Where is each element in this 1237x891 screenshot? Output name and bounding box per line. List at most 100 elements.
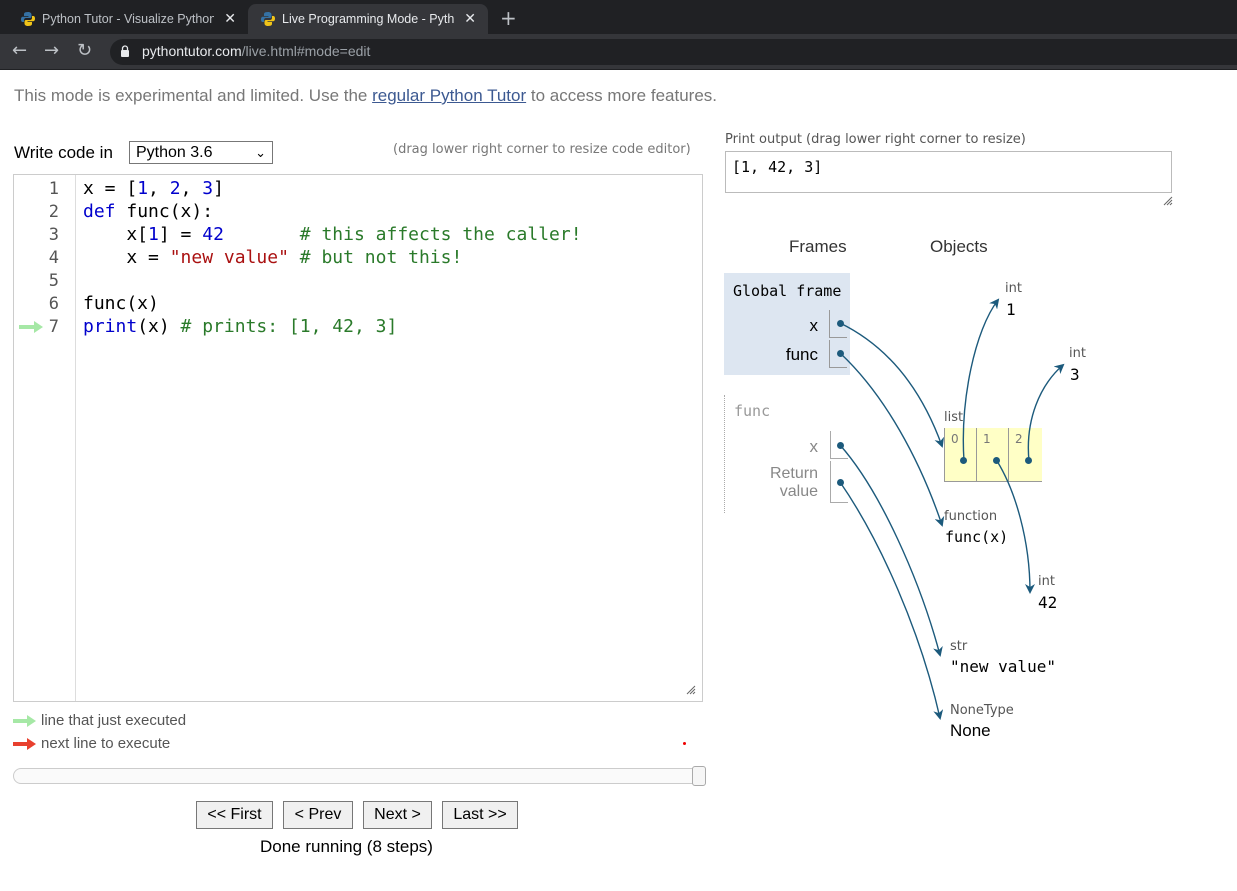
experimental-notice: This mode is experimental and limited. U…: [14, 86, 717, 106]
pointer-dot: [1025, 457, 1032, 464]
pointer-dot: [837, 320, 844, 327]
arrow-global-x-to-list: [839, 322, 944, 448]
line-number: 4: [48, 248, 59, 268]
language-selected: Python 3.6: [136, 144, 213, 161]
url-path: /live.html#mode=edit: [241, 43, 371, 59]
resize-hint: (drag lower right corner to resize code …: [393, 142, 691, 157]
pointer-dot: [993, 457, 1000, 464]
next-button[interactable]: Next >: [363, 801, 432, 829]
line-number: 3: [48, 225, 59, 245]
current-line-arrow-icon: [19, 321, 43, 333]
legend-next-line: next line to execute: [41, 735, 171, 752]
arrow-global-func-to-function: [839, 352, 945, 527]
list-cell: 2: [1008, 428, 1042, 482]
list-index: 2: [1015, 432, 1023, 446]
var-x: x: [809, 437, 819, 456]
legend-just-executed: line that just executed: [41, 712, 187, 729]
code-line: print(x) # prints: [1, 42, 3]: [83, 316, 398, 337]
var-slot: [829, 340, 847, 368]
arrow-func-x-to-str: [839, 444, 943, 657]
line-number: 2: [48, 202, 59, 222]
print-output-label: Print output (drag lower right corner to…: [725, 132, 1026, 147]
address-bar: ← → ↻ pythontutor.com/live.html#mode=edi…: [0, 34, 1237, 70]
next-line-arrow-icon: [13, 738, 36, 750]
code-line: def func(x):: [83, 201, 214, 222]
str-value: "new value": [950, 657, 1056, 676]
var-x: x: [809, 316, 819, 335]
new-tab-icon[interactable]: +: [500, 6, 517, 30]
forward-icon[interactable]: →: [44, 40, 60, 61]
var-slot: [830, 461, 848, 503]
print-output-box[interactable]: [1, 42, 3]: [725, 151, 1173, 206]
tab-python-tutor[interactable]: Python Tutor - Visualize Python, ✕: [8, 4, 248, 34]
list-index: 1: [983, 432, 991, 446]
line-number: 7: [48, 317, 59, 337]
line-gutter: 1 2 3 4 5 6 7: [14, 175, 76, 701]
browser-tab-bar: Python Tutor - Visualize Python, ✕ Live …: [0, 0, 1237, 34]
tab-title: Python Tutor - Visualize Python,: [42, 12, 214, 26]
list-index: 0: [951, 432, 959, 446]
var-func: func: [785, 345, 818, 364]
int3-value: 3: [1070, 365, 1080, 384]
resize-handle-icon[interactable]: [686, 685, 696, 695]
slider-handle[interactable]: [692, 766, 706, 786]
code-line: x = [1, 2, 3]: [83, 178, 224, 199]
code-line: x[1] = 42 # this affects the caller!: [83, 224, 582, 245]
back-icon[interactable]: ←: [12, 40, 28, 61]
frames-header: Frames: [789, 237, 847, 256]
objects-header: Objects: [930, 237, 988, 256]
arrow-return-to-none: [839, 481, 944, 720]
var-slot: [830, 431, 848, 459]
pointer-dot: [960, 457, 967, 464]
url-field[interactable]: pythontutor.com/live.html#mode=edit: [110, 39, 1237, 65]
chevron-down-icon: ⌄: [255, 145, 266, 160]
code-line: x = "new value" # but not this!: [83, 247, 463, 268]
url-host: pythontutor.com: [142, 43, 242, 59]
resize-handle-icon[interactable]: [1163, 196, 1173, 206]
func-frame-title: func: [734, 402, 771, 420]
return-line2: value: [779, 483, 818, 500]
code-line: func(x): [83, 293, 159, 314]
tab-live-programming[interactable]: Live Programming Mode - Python ✕: [248, 4, 488, 34]
reload-icon[interactable]: ↻: [77, 40, 93, 61]
function-type: function: [944, 509, 998, 524]
write-code-label: Write code in: [14, 143, 113, 162]
first-button[interactable]: << First: [196, 801, 273, 829]
step-slider[interactable]: [13, 766, 706, 786]
marker-dot: [683, 742, 686, 745]
list-cell: 1: [976, 428, 1008, 482]
int42-value: 42: [1038, 593, 1058, 612]
lock-icon: [121, 45, 129, 57]
just-executed-arrow-icon: [13, 715, 36, 727]
int1-value: 1: [1006, 300, 1016, 319]
line-number: 5: [48, 271, 59, 291]
var-slot: [829, 310, 847, 338]
line-number: 1: [48, 179, 59, 199]
var-return-value: Return value: [770, 465, 818, 501]
language-select[interactable]: Python 3.6 ⌄: [129, 141, 273, 164]
return-line1: Return: [769, 465, 818, 482]
url-text: pythontutor.com/live.html#mode=edit: [142, 43, 370, 59]
pointer-dot: [837, 350, 844, 357]
none-value: None: [950, 721, 991, 740]
python-logo-icon: [261, 12, 275, 26]
close-icon[interactable]: ✕: [224, 10, 236, 26]
function-value: func(x): [945, 528, 1009, 546]
int3-type: int: [1069, 346, 1086, 361]
str-type: str: [950, 639, 968, 654]
tab-title: Live Programming Mode - Python: [282, 12, 454, 26]
code-editor[interactable]: 1 2 3 4 5 6 7 x = [1, 2, 3] def func(x):…: [13, 174, 703, 702]
pointer-dot: [837, 442, 844, 449]
int42-type: int: [1038, 574, 1055, 589]
global-frame-title: Global frame: [733, 282, 842, 300]
status-text: Done running (8 steps): [260, 837, 433, 856]
last-button[interactable]: Last >>: [442, 801, 518, 829]
regular-python-tutor-link[interactable]: regular Python Tutor: [372, 86, 527, 105]
list-cell: 0: [944, 428, 976, 482]
notice-suffix: to access more features.: [526, 86, 718, 105]
global-frame: Global frame x func: [724, 273, 850, 375]
prev-button[interactable]: < Prev: [283, 801, 353, 829]
pointer-dot: [837, 479, 844, 486]
close-icon[interactable]: ✕: [464, 10, 476, 26]
nonetype-type: NoneType: [950, 703, 1014, 718]
